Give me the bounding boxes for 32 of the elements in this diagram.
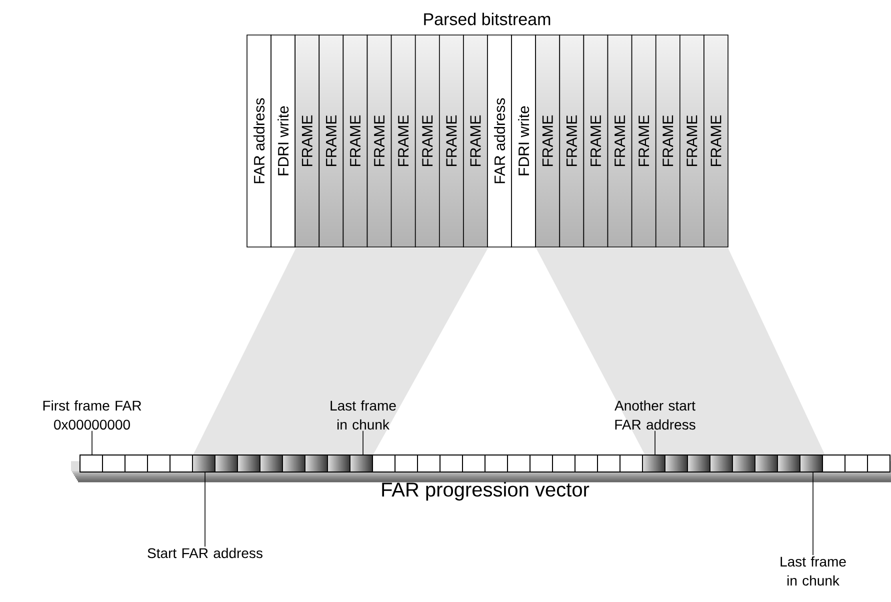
callout-text: First frame FAR 0x00000000 — [43, 400, 142, 430]
bitstream-cell: FAR address — [246, 34, 272, 248]
title: Parsed bitstream — [424, 12, 550, 26]
callout-text: Another start FAR address — [614, 400, 696, 430]
bitstream-cell: FRAME — [390, 34, 416, 248]
vector-bar: FAR progression vector — [65, 454, 891, 501]
bitstream-cell: FRAME — [439, 34, 464, 248]
bitstream-cell: FRAME — [414, 34, 440, 248]
bitstream-cell: FRAME — [583, 34, 608, 248]
bitstream-cell: FRAME — [607, 34, 632, 248]
bitstream-cell: FRAME — [318, 34, 344, 248]
callout-text: Last frame in chunk — [330, 400, 396, 430]
bitstream-cell: FRAME — [559, 34, 584, 248]
bitstream-cell: FRAME — [463, 34, 488, 248]
callout-text: Start FAR address — [148, 548, 262, 558]
bitstream-cell: FDRI write — [511, 34, 536, 248]
leader-line — [812, 472, 814, 556]
bitstream-cell: FDRI write — [270, 34, 296, 248]
bitstream-cell: FRAME — [680, 34, 704, 248]
callout-text: Last frame in chunk — [780, 556, 846, 586]
bitstream-cell: FRAME — [704, 34, 728, 248]
bitstream-cell: FRAME — [342, 34, 368, 248]
leader-line — [654, 430, 656, 455]
bitstream-cell: FAR address — [487, 34, 512, 248]
bitstream-cell: FRAME — [294, 34, 320, 248]
bitstream-cell: FRAME — [366, 34, 392, 248]
bitstream-cell: FRAME — [535, 34, 560, 248]
bitstream-cell: FRAME — [631, 34, 656, 248]
node-label: FAR progression vector — [382, 482, 590, 501]
bitstream-cell: FRAME — [655, 34, 680, 248]
leader-line — [204, 472, 206, 548]
leader-line — [362, 430, 364, 455]
